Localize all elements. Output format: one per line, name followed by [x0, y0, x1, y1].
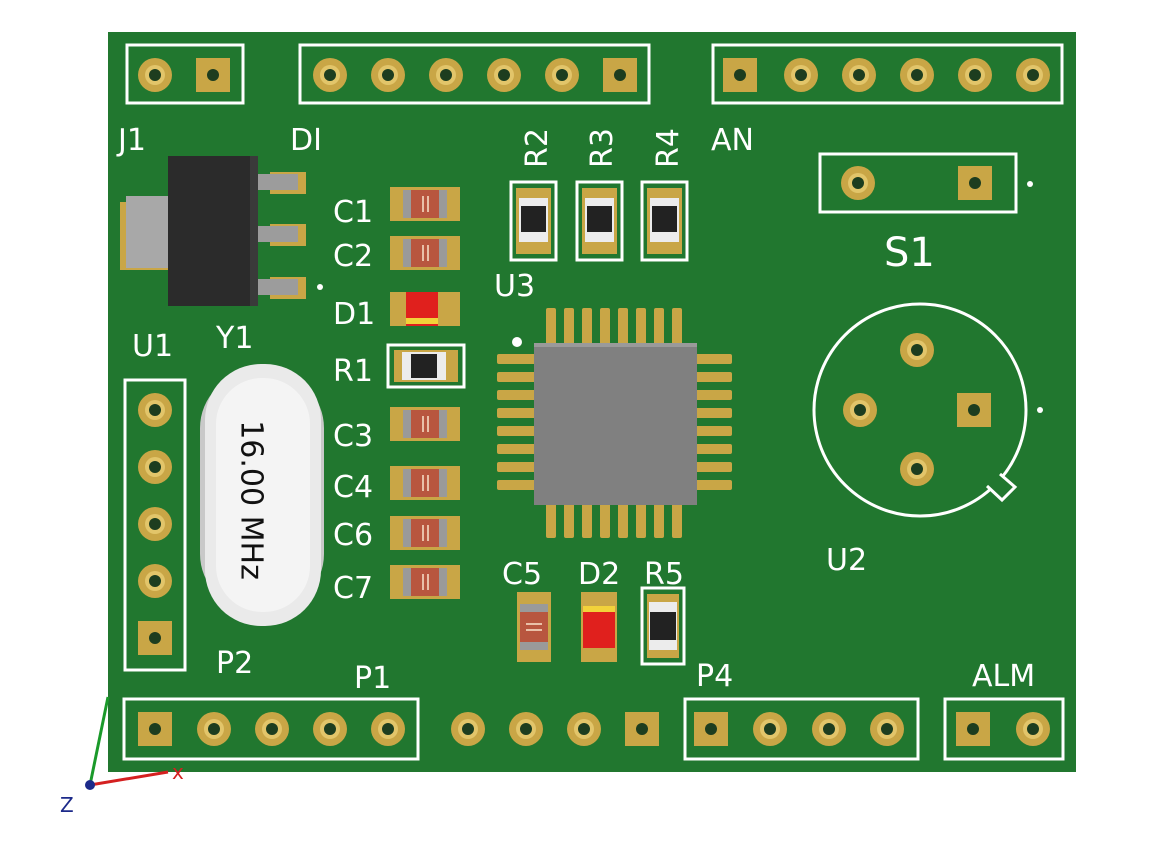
cap-c7: [389, 564, 461, 600]
resistor-r3: [575, 180, 624, 262]
led-d2: [581, 592, 617, 662]
cap-c4: [389, 465, 461, 501]
label-c6: C6: [333, 518, 373, 553]
resistor-r4: [640, 180, 689, 262]
header-an: [711, 43, 1064, 105]
label-u2: U2: [826, 543, 867, 578]
label-s1: S1: [884, 230, 935, 276]
label-c1: C1: [333, 195, 373, 230]
label-c3: C3: [333, 419, 373, 454]
label-r1: R1: [333, 354, 373, 389]
axis-z-label: Z: [60, 793, 74, 817]
label-r3: R3: [585, 128, 620, 168]
header-j1: [125, 43, 245, 105]
label-j1: J1: [116, 123, 146, 158]
sensor-u2: [812, 302, 1043, 518]
label-alm: ALM: [972, 659, 1035, 694]
header-p1: [122, 697, 420, 761]
label-an: AN: [711, 123, 754, 158]
label-d1: D1: [333, 297, 375, 332]
label-c5: C5: [502, 557, 542, 592]
label-p4: P4: [696, 659, 733, 694]
label-r5: R5: [644, 557, 684, 592]
header-alm: [943, 697, 1065, 761]
label-di: DI: [290, 123, 322, 158]
label-d2: D2: [578, 557, 620, 592]
label-c7: C7: [333, 571, 373, 606]
label-r4: R4: [651, 128, 686, 168]
regulator-u1: [120, 156, 323, 306]
header-p2: [123, 378, 187, 672]
header-p4: [683, 697, 920, 761]
resistor-r1: [386, 343, 466, 389]
label-p2: P2: [216, 646, 253, 681]
label-u3: U3: [494, 269, 535, 304]
switch-s1: [818, 152, 1033, 214]
header-di: [298, 43, 651, 105]
label-r2: R2: [520, 128, 555, 168]
label-u1: U1: [132, 329, 173, 364]
resistor-r2: [509, 180, 558, 262]
resistor-r5: [640, 586, 686, 666]
axis-x-label: x: [172, 760, 184, 784]
axis-triad: x Z: [60, 696, 184, 817]
label-y1: Y1: [215, 321, 253, 356]
label-p1: P1: [354, 661, 391, 696]
cap-c1: [389, 186, 461, 222]
cap-c3: [389, 406, 461, 442]
crystal-y1: 16.00 MHz: [200, 364, 324, 626]
label-c2: C2: [333, 239, 373, 274]
cap-c6: [389, 515, 461, 551]
cap-c5: [517, 592, 551, 662]
cap-c2: [389, 235, 461, 271]
microcontroller-u3: [497, 308, 732, 538]
led-d1: [390, 292, 460, 326]
crystal-frequency-text: 16.00 MHz: [234, 420, 269, 580]
label-c4: C4: [333, 470, 373, 505]
